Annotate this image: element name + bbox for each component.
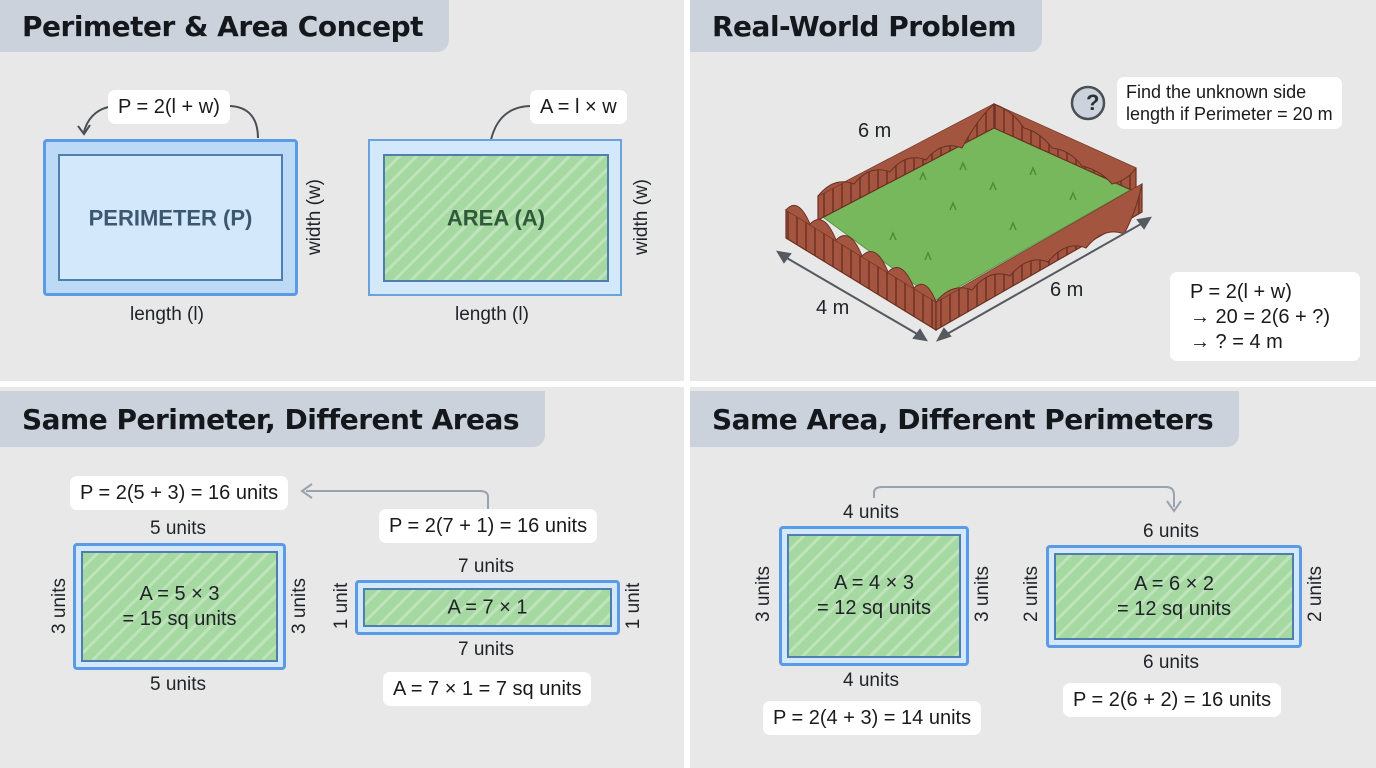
rect2-perimeter-formula: P = 2(7 + 1) = 16 units bbox=[379, 509, 598, 543]
grass-tufts bbox=[889, 161, 1077, 261]
solution-box: P = 2(l + w) → 20 = 2(6 + ?) → ? = 4 m bbox=[1170, 272, 1360, 361]
rect2-7x1: A = 7 × 1 bbox=[355, 580, 620, 635]
rect1-perimeter-formula: P = 2(5 + 3) = 16 units bbox=[70, 476, 289, 510]
rect2-6x2: A = 6 × 2 = 12 sq units bbox=[1046, 545, 1302, 648]
side-bottom-left-label: 4 m bbox=[816, 297, 850, 319]
rect2-bottom-label: 6 units bbox=[1143, 652, 1199, 673]
area-formula: A = l × w bbox=[530, 90, 627, 124]
rect2-area-fill: A = 7 × 1 bbox=[363, 588, 612, 627]
fenced-garden-illustration bbox=[776, 85, 1152, 342]
area-label: AREA (A) bbox=[446, 205, 546, 231]
rect2-right-label: 1 unit bbox=[623, 582, 644, 630]
area-inner: AREA (A) bbox=[383, 154, 609, 282]
panel-same-area: Same Area, Different Perimeters 4 units … bbox=[690, 387, 1376, 768]
rect1-area-text: A = 5 × 3 = 15 sq units bbox=[122, 582, 237, 630]
rect1-bottom-label: 4 units bbox=[843, 670, 899, 691]
rect1-right-label: 3 units bbox=[289, 578, 310, 634]
rect2-left-label: 2 units bbox=[1021, 566, 1042, 622]
solution-line-1: P = 2(l + w) bbox=[1190, 281, 1292, 303]
panel-same-perimeter: Same Perimeter, Different Areas P = 2(5 … bbox=[0, 387, 684, 768]
perimeter-inner: PERIMETER (P) bbox=[58, 154, 283, 281]
perimeter-label: PERIMETER (P) bbox=[88, 205, 253, 230]
rect2-bottom-label: 7 units bbox=[458, 639, 514, 660]
rect2-area-formula: A = 7 × 1 = 7 sq units bbox=[383, 672, 592, 706]
area-width-label: width (w) bbox=[631, 179, 652, 256]
rect1-right-label: 3 units bbox=[972, 566, 993, 622]
rect2-top-label: 7 units bbox=[458, 556, 514, 577]
rect1-area-fill: A = 4 × 3 = 12 sq units bbox=[787, 534, 961, 658]
question-icon bbox=[1070, 85, 1106, 121]
side-top-label: 6 m bbox=[858, 120, 892, 142]
panel-real-world-problem: Real-World Problem bbox=[690, 0, 1376, 381]
rect2-right-label: 2 units bbox=[1305, 566, 1326, 622]
question-icon-glyph: ? bbox=[1086, 90, 1099, 116]
panel-title: Same Perimeter, Different Areas bbox=[0, 391, 546, 447]
rect1-left-label: 3 units bbox=[49, 578, 70, 634]
rect2-area-text: A = 7 × 1 bbox=[447, 596, 528, 618]
rect2-top-label: 6 units bbox=[1143, 521, 1199, 542]
rect1-area-text: A = 4 × 3 = 12 sq units bbox=[817, 572, 931, 619]
rect2-left-label: 1 unit bbox=[331, 582, 352, 630]
rect1-top-label: 4 units bbox=[843, 502, 899, 523]
panel-title: Perimeter & Area Concept bbox=[0, 0, 450, 52]
area-length-label: length (l) bbox=[455, 304, 529, 325]
panel-perimeter-area-concept: Perimeter & Area Concept P = 2(l + w) A … bbox=[0, 0, 684, 381]
rect2-area-text: A = 6 × 2 = 12 sq units bbox=[1117, 572, 1231, 620]
rect1-area-fill: A = 5 × 3 = 15 sq units bbox=[81, 551, 278, 662]
perimeter-rectangle: PERIMETER (P) bbox=[43, 139, 298, 296]
rect1-4x3: A = 4 × 3 = 12 sq units bbox=[779, 526, 969, 666]
panel-title: Real-World Problem bbox=[690, 0, 1043, 52]
compare-arrow bbox=[300, 483, 489, 509]
rect2-area-fill: A = 6 × 2 = 12 sq units bbox=[1054, 553, 1294, 640]
compare-arrow bbox=[873, 486, 1182, 513]
dimension-arrows bbox=[776, 216, 1152, 342]
rect1-perimeter-formula: P = 2(4 + 3) = 14 units bbox=[763, 701, 982, 735]
rect1-top-label: 5 units bbox=[150, 518, 206, 539]
panel-title: Same Area, Different Perimeters bbox=[690, 391, 1240, 447]
side-bottom-right-label: 6 m bbox=[1050, 279, 1084, 301]
rect1-bottom-label: 5 units bbox=[150, 674, 206, 695]
perimeter-length-label: length (l) bbox=[130, 304, 204, 325]
area-rectangle: AREA (A) bbox=[368, 139, 622, 296]
solution-line-3: → ? = 4 m bbox=[1190, 331, 1283, 353]
rect1-5x3: A = 5 × 3 = 15 sq units bbox=[73, 543, 286, 670]
rect2-perimeter-formula: P = 2(6 + 2) = 16 units bbox=[1063, 683, 1282, 717]
perimeter-formula: P = 2(l + w) bbox=[108, 90, 230, 124]
perimeter-width-label: width (w) bbox=[304, 179, 325, 256]
solution-line-2: → 20 = 2(6 + ?) bbox=[1190, 306, 1331, 328]
rect1-left-label: 3 units bbox=[753, 566, 774, 622]
question-box: Find the unknown side length if Perimete… bbox=[1117, 77, 1342, 129]
